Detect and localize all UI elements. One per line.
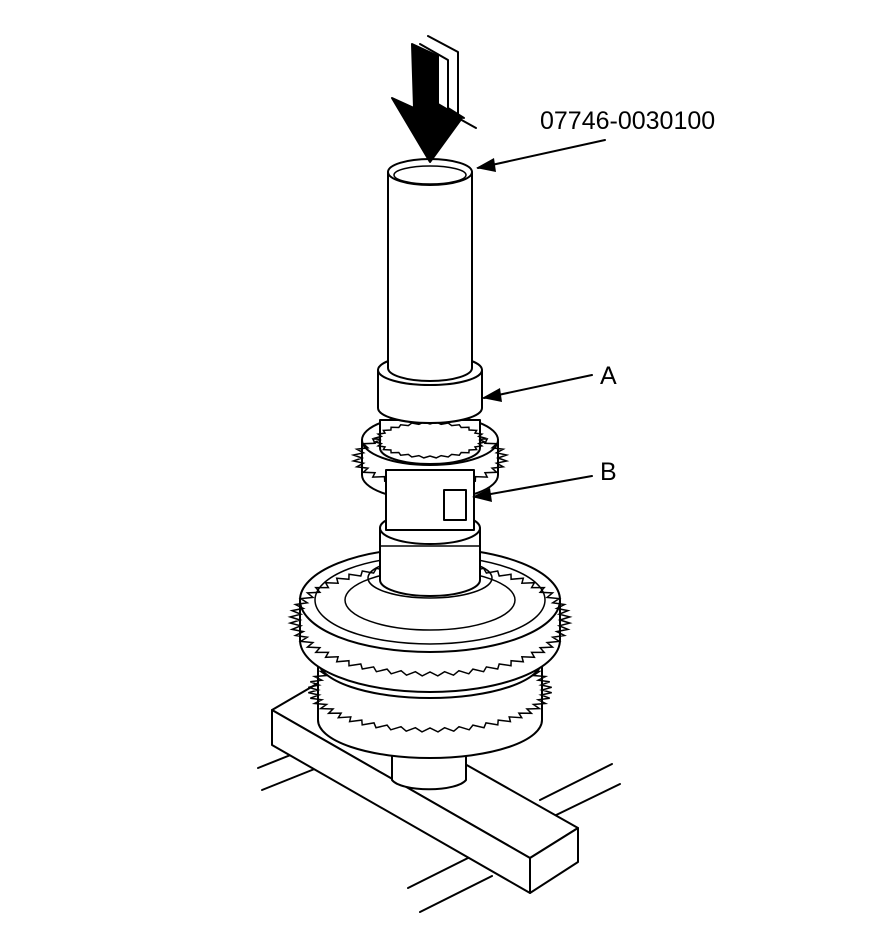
tool-part-number-label: 07746-0030100 — [540, 107, 715, 135]
press-arrow — [391, 35, 477, 163]
callout-b-label: B — [600, 458, 617, 486]
spline-ring — [373, 419, 487, 465]
leader-lines — [472, 139, 606, 502]
callout-a-label: A — [600, 362, 617, 390]
driver-tool — [377, 158, 483, 424]
lower-gear-stack — [287, 547, 573, 759]
